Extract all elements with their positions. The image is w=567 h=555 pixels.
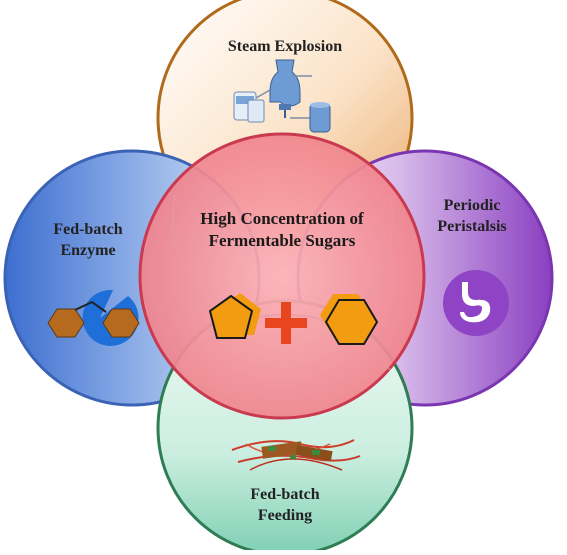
periodic-peristalsis-line1: Periodic bbox=[443, 197, 501, 214]
center-title-line2: Fermentable Sugars bbox=[208, 231, 356, 251]
stomach-icon bbox=[443, 270, 509, 336]
center-title: High Concentration of Fermentable Sugars bbox=[172, 208, 392, 252]
steam-explosion-label: Steam Explosion bbox=[185, 37, 385, 58]
glucose-hexagon-right bbox=[102, 308, 140, 338]
periodic-peristalsis-label: Periodic Peristalsis bbox=[412, 196, 532, 238]
fed-batch-feeding-label: Fed-batch Feeding bbox=[225, 485, 345, 527]
plus-icon bbox=[265, 302, 307, 344]
fed-batch-feeding-line1: Fed-batch bbox=[250, 486, 320, 503]
fed-batch-enzyme-line2: Enzyme bbox=[60, 241, 116, 259]
fed-batch-enzyme-label: Fed-batch Enzyme bbox=[28, 220, 148, 262]
center-title-line1: High Concentration of bbox=[200, 209, 364, 228]
steam-explosion-text: Steam Explosion bbox=[227, 38, 343, 55]
periodic-peristalsis-line2: Peristalsis bbox=[437, 217, 507, 235]
sugar-pentagon-icon bbox=[208, 293, 261, 339]
fed-batch-feeding-line2: Feeding bbox=[257, 506, 313, 524]
reactor-vessel-icon bbox=[233, 59, 331, 133]
center-circle bbox=[138, 132, 426, 420]
glucose-hexagon-left bbox=[47, 308, 85, 338]
biomass-fibers-icon bbox=[231, 439, 361, 471]
fed-batch-enzyme-line1: Fed-batch bbox=[53, 221, 123, 238]
sugar-hexagon-icon bbox=[320, 294, 379, 345]
enzyme-pacman-icon bbox=[47, 289, 140, 346]
